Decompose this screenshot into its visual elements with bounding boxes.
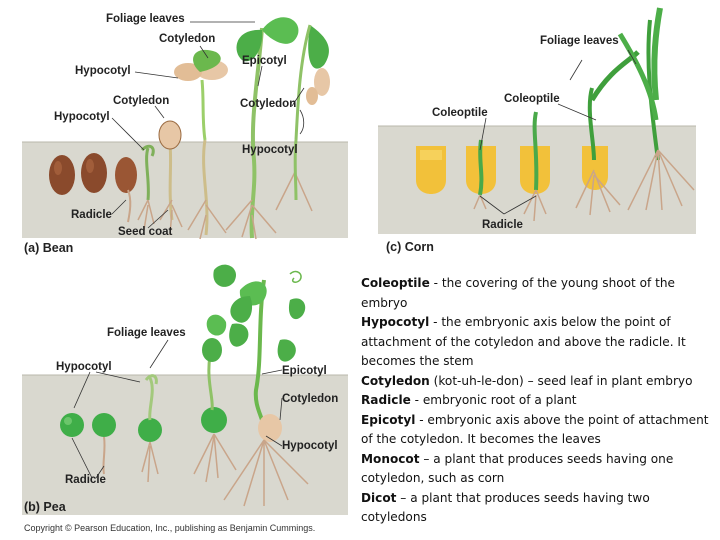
bean-label-hypocotyl-1: Hypocotyl xyxy=(75,65,131,77)
pea-label-hypocotyl-left: Hypocotyl xyxy=(56,361,112,373)
copyright-notice: Copyright © Pearson Education, Inc., pub… xyxy=(24,523,316,533)
pea-seed-1 xyxy=(60,413,84,437)
pea-label-foliage-leaves: Foliage leaves xyxy=(107,327,186,339)
glossary-definition: – a plant that produces seeds having one… xyxy=(361,451,674,486)
glossary-entry-monocot: Monocot – a plant that produces seeds ha… xyxy=(361,450,717,489)
glossary-definition: – a plant that produces seeds having two… xyxy=(361,490,650,525)
glossary-term: Dicot xyxy=(361,490,397,505)
bean-label-seed-coat: Seed coat xyxy=(118,226,173,238)
glossary-term: Cotyledon xyxy=(361,373,430,388)
bean-label-cotyledon-right: Cotyledon xyxy=(240,98,297,110)
bean-label-radicle: Radicle xyxy=(71,209,112,221)
bean-label-cotyledon-top: Cotyledon xyxy=(159,33,216,45)
corn-illustration xyxy=(378,7,696,234)
bean-caption: (a) Bean xyxy=(24,241,74,255)
corn-label-coleoptile-left: Coleoptile xyxy=(432,107,488,119)
corn-label-foliage-leaves: Foliage leaves xyxy=(540,35,619,47)
glossary-entry-hypocotyl: Hypocotyl - the embryonic axis below the… xyxy=(361,313,717,372)
pea-label-cotyledon: Cotyledon xyxy=(282,393,339,405)
glossary-term: Coleoptile xyxy=(361,276,430,290)
pea-caption: (b) Pea xyxy=(24,500,66,514)
bean-panel: Foliage leaves Cotyledon Hypocotyl Epico… xyxy=(0,0,360,260)
glossary-entry-cotyledon: Cotyledon (kot-uh-le-don) – seed leaf in… xyxy=(361,372,717,392)
bean-label-hypocotyl-right: Hypocotyl xyxy=(242,144,298,156)
glossary-entry-epicotyl: Epicotyl - embryonic axis above the poin… xyxy=(361,411,717,450)
pea-panel: Foliage leaves Hypocotyl Epicotyl Cotyle… xyxy=(0,260,360,520)
bean-label-cotyledon-mid: Cotyledon xyxy=(113,95,170,107)
corn-label-coleoptile-right: Coleoptile xyxy=(504,93,560,105)
glossary-definition: - the covering of the young shoot of the… xyxy=(361,276,675,310)
glossary-entry-radicle: Radicle - embryonic root of a plant xyxy=(361,391,717,411)
bean-seed-3 xyxy=(115,157,137,193)
corn-label-radicle: Radicle xyxy=(482,219,523,231)
glossary-definition: - the embryonic axis below the point of … xyxy=(361,315,686,368)
bean-label-epicotyl: Epicotyl xyxy=(242,55,287,67)
bean-label-hypocotyl-2: Hypocotyl xyxy=(54,111,110,123)
glossary-term: Monocot xyxy=(361,451,420,466)
glossary: Coleoptile - the covering of the young s… xyxy=(361,274,717,528)
glossary-term: Radicle xyxy=(361,393,411,407)
bean-seed-1 xyxy=(49,155,75,195)
glossary-term: Epicotyl xyxy=(361,412,416,427)
bean-soil xyxy=(22,142,348,238)
glossary-definition: - embryonic root of a plant xyxy=(410,393,577,407)
glossary-entry-dicot: Dicot – a plant that produces seeds havi… xyxy=(361,489,717,528)
glossary-term: Hypocotyl xyxy=(361,315,430,329)
pea-illustration xyxy=(22,264,348,515)
pea-soil xyxy=(22,375,348,515)
corn-panel: Foliage leaves Coleoptile Coleoptile Rad… xyxy=(360,0,720,260)
pea-label-hypocotyl-right: Hypocotyl xyxy=(282,440,338,452)
glossary-entry-coleoptile: Coleoptile - the covering of the young s… xyxy=(361,274,717,313)
bean-illustration xyxy=(22,17,348,240)
glossary-definition: - embryonic axis above the point of atta… xyxy=(361,412,709,447)
pea-seed-2 xyxy=(92,413,116,437)
bean-seed-2 xyxy=(81,153,107,193)
pea-label-epicotyl: Epicotyl xyxy=(282,365,327,377)
glossary-definition: (kot-uh-le-don) – seed leaf in plant emb… xyxy=(429,373,693,388)
bean-label-foliage-leaves: Foliage leaves xyxy=(106,13,185,25)
pea-label-radicle: Radicle xyxy=(65,474,106,486)
corn-caption: (c) Corn xyxy=(386,240,434,254)
